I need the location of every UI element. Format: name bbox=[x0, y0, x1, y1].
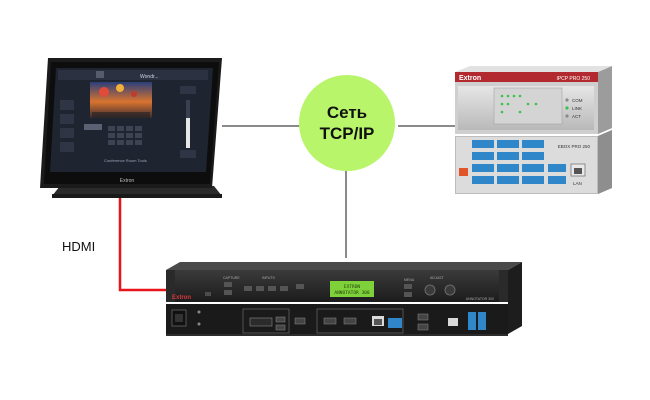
annotator-lcd-line2: ANNOTATOR 300 bbox=[334, 290, 370, 296]
annotator-300: Extron CAPTURE INPUTS EXTRON ANNOTATOR 3… bbox=[166, 262, 522, 336]
annotator-knob-right bbox=[444, 284, 456, 296]
ipcp-status-panel bbox=[493, 87, 563, 125]
ebox-power-connector bbox=[459, 168, 468, 176]
ebox-lan-label: LAN bbox=[573, 181, 582, 186]
annotator-label-capture: CAPTURE bbox=[223, 276, 240, 280]
ebox-pro-250: EBOX PRO 250 LAN bbox=[455, 130, 612, 194]
touch-panel-keypad bbox=[108, 126, 142, 145]
hdmi-cable bbox=[118, 196, 168, 292]
led-label-link: LINK bbox=[572, 106, 582, 111]
annotator-dvi-port bbox=[249, 317, 273, 327]
ipcp-model: IPCP PRO 250 bbox=[556, 76, 590, 82]
touch-panel-brand: Extron bbox=[120, 178, 135, 184]
network-lines bbox=[222, 125, 455, 258]
ebox-terminal-blocks bbox=[472, 140, 566, 184]
annotator-model: ANNOTATOR 300 bbox=[466, 297, 494, 301]
annotator-knob-left bbox=[424, 284, 436, 296]
ipcp-pro-250: Extron IPCP PRO 250 COM LINK ACT bbox=[455, 66, 612, 134]
annotator-lcd: EXTRON ANNOTATOR 300 bbox=[330, 281, 374, 297]
touch-panel: Wondr... bbox=[40, 58, 222, 198]
hdmi-label: HDMI bbox=[62, 239, 95, 254]
ipcp-brand: Extron bbox=[459, 75, 481, 82]
led-link bbox=[565, 106, 569, 110]
network-label-line2: TCP/IP bbox=[320, 124, 375, 143]
led-label-com: COM bbox=[572, 98, 583, 103]
network-bubble: Сеть TCP/IP bbox=[299, 75, 395, 171]
led-act bbox=[565, 114, 569, 118]
annotator-hdmi-out-1 bbox=[323, 317, 337, 325]
annotator-label-inputs: INPUTS bbox=[262, 276, 276, 280]
annotator-hdmi-out-2 bbox=[343, 317, 357, 325]
touch-panel-app-title: Wondr... bbox=[140, 74, 159, 80]
led-com bbox=[565, 98, 569, 102]
touch-panel-home-icon bbox=[96, 71, 104, 78]
network-label-line1: Сеть bbox=[327, 103, 367, 122]
annotator-label-menu: MENU bbox=[404, 278, 415, 282]
led-label-act: ACT bbox=[572, 114, 581, 119]
annotator-label-adjust: ADJUST bbox=[430, 276, 444, 280]
annotator-front-buttons bbox=[205, 282, 304, 296]
touch-panel-screen: Wondr... bbox=[50, 68, 213, 172]
ebox-model: EBOX PRO 250 bbox=[558, 144, 591, 149]
touch-panel-screen-footer: Conference Room Tools bbox=[104, 158, 147, 163]
ipcp-leds: COM LINK ACT bbox=[565, 98, 583, 119]
annotator-brand: Extron bbox=[172, 295, 191, 301]
annotator-lcd-line1: EXTRON bbox=[344, 284, 361, 290]
